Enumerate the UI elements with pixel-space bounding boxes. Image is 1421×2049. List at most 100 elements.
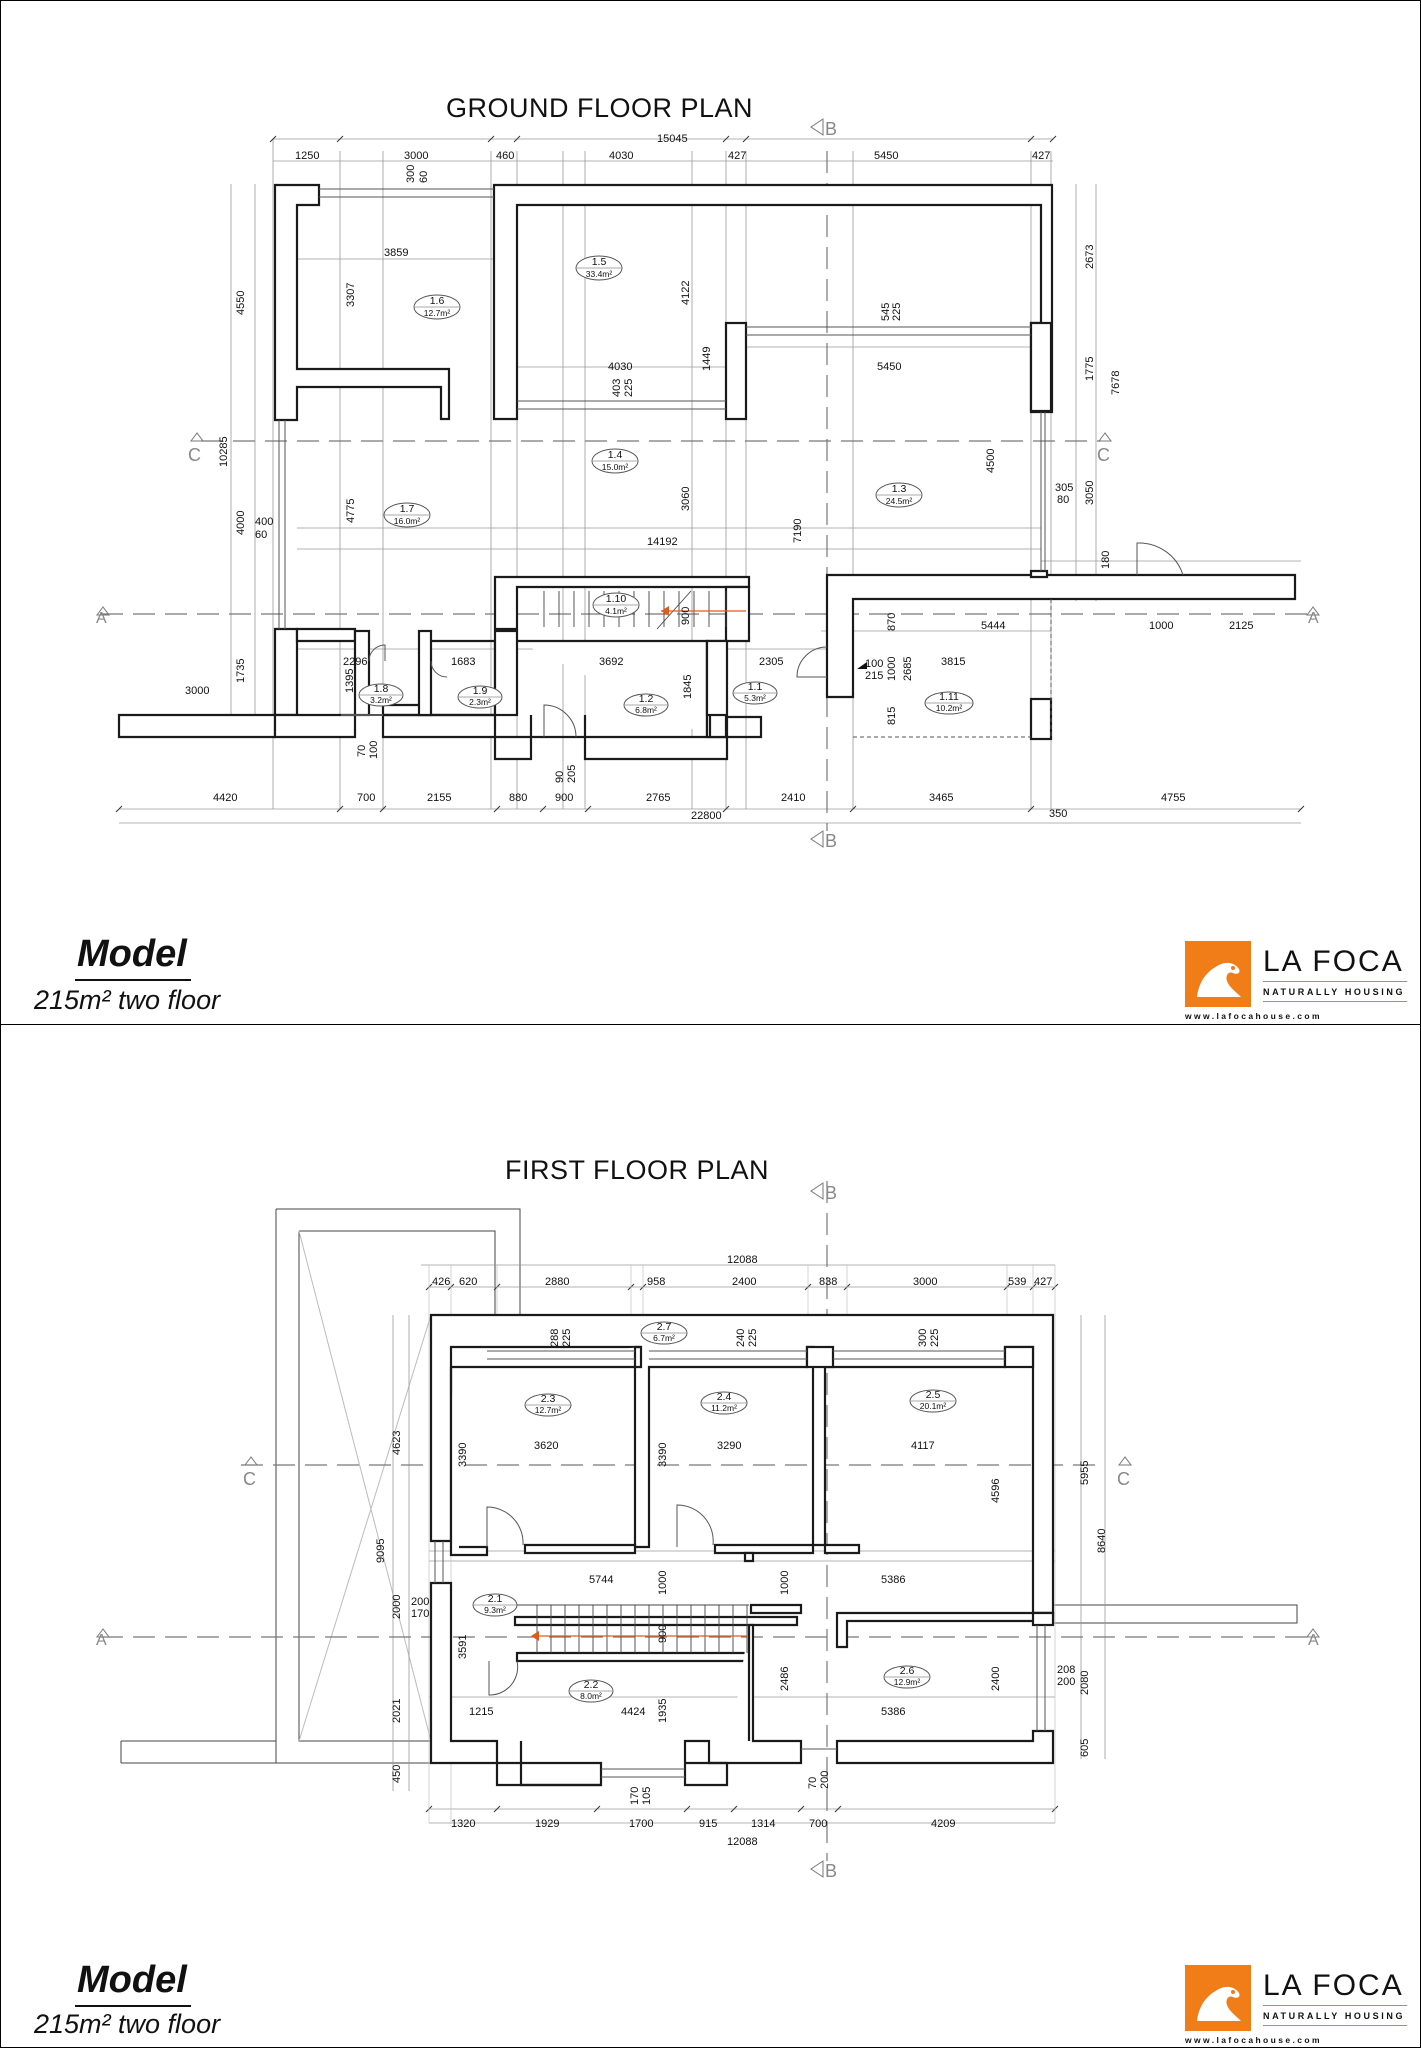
dim-text: 5450	[874, 150, 898, 162]
dim-text: 3307	[345, 283, 357, 307]
dim-text: 240	[735, 1329, 747, 1347]
svg-text:6.7m²: 6.7m²	[653, 1333, 675, 1343]
svg-text:33.4m²: 33.4m²	[586, 269, 613, 279]
dim-text: 4030	[608, 361, 632, 373]
dim-text: 1215	[469, 1706, 493, 1718]
dim-text: 1000	[779, 1571, 791, 1595]
dim-text: 1314	[751, 1818, 775, 1830]
svg-text:1.1: 1.1	[748, 681, 763, 693]
dim-text: 1775	[1084, 357, 1096, 381]
dim-text: 2410	[781, 792, 805, 804]
seal-logo-icon	[1185, 941, 1251, 1007]
dim-text: 1683	[451, 656, 475, 668]
dim-text: 170	[629, 1787, 641, 1805]
dim-text: 1700	[629, 1818, 653, 1830]
dim-text: 7190	[792, 519, 804, 543]
dim-text: 1735	[235, 659, 247, 683]
windows	[278, 188, 1052, 738]
dims-inner: 300 60 3859 3307 4122 545 225 4030 1449 …	[255, 165, 1253, 783]
dim-text: 2400	[732, 1276, 756, 1288]
dim-text: 4424	[621, 1706, 645, 1718]
ground-floor-plan: B B C C A A 15045 1250 3000 460 4030 427…	[96, 118, 1320, 851]
dim-text: 450	[391, 1765, 403, 1783]
section-labels: B B C C A A	[96, 119, 1319, 851]
brand-url: www.lafocahouse.com	[1185, 1011, 1322, 1021]
dim-text: 100	[368, 741, 380, 759]
dim-text: 205	[566, 765, 578, 783]
dim-text: 90	[554, 771, 566, 783]
stair-arrow-head	[661, 606, 669, 616]
dim-text: 4755	[1161, 792, 1185, 804]
dim-text: 900	[555, 792, 573, 804]
svg-text:12.7m²: 12.7m²	[424, 308, 451, 318]
section-label-b2: B	[825, 831, 837, 851]
dim-text: 1320	[451, 1818, 475, 1830]
dim-text: 60	[255, 529, 267, 541]
section-label-c: C	[243, 1469, 256, 1489]
dim-text: 4209	[931, 1818, 955, 1830]
dim-text: 105	[641, 1787, 653, 1805]
door-swings	[368, 542, 1184, 738]
dimension-ticks	[115, 135, 1305, 813]
dim-text: 958	[647, 1276, 665, 1288]
dim-text: 200	[819, 1771, 831, 1789]
dim-text: 2400	[990, 1667, 1002, 1691]
dim-text: 225	[929, 1329, 941, 1347]
dim-text: 1395	[344, 669, 356, 693]
svg-text:1.7: 1.7	[400, 503, 415, 515]
room-tag: 2.76.7m²	[640, 1321, 688, 1345]
room-tag: 2.312.7m²	[524, 1393, 572, 1417]
svg-text:2.7: 2.7	[657, 1321, 672, 1333]
svg-text:20.1m²: 20.1m²	[920, 1401, 947, 1411]
section-label-a2: A	[1308, 1632, 1319, 1649]
dim-text: 539	[1008, 1276, 1026, 1288]
svg-text:1.11: 1.11	[939, 691, 959, 703]
dim-text: 4500	[985, 449, 997, 473]
dim-text: 2125	[1229, 620, 1253, 632]
dim-text: 70	[356, 745, 368, 757]
dim-text: 5450	[877, 361, 901, 373]
dim-text: 70	[807, 1777, 819, 1789]
svg-text:5.3m²: 5.3m²	[744, 693, 766, 703]
brand-name: LA FOCA	[1263, 1969, 1404, 2002]
dim-text: 2000	[391, 1595, 403, 1619]
section-markers	[96, 1182, 1320, 1878]
section-markers	[96, 118, 1320, 848]
svg-text:12.9m²: 12.9m²	[894, 1677, 921, 1687]
dim-text: 427	[1034, 1276, 1052, 1288]
dim-text: 2155	[427, 792, 451, 804]
dim-text: 350	[1049, 808, 1067, 820]
dim-text: 215	[865, 670, 883, 682]
dim-text: 870	[886, 613, 898, 631]
dim-text: 400	[255, 516, 273, 528]
dim-text: 305	[1055, 482, 1073, 494]
svg-text:1.5: 1.5	[592, 256, 607, 268]
brand-rule	[1263, 1001, 1407, 1002]
section-lines	[101, 151, 1311, 831]
dim-text: 3060	[680, 487, 692, 511]
svg-text:1.9: 1.9	[473, 685, 488, 697]
dim-text: 14192	[647, 536, 678, 548]
room-tag: 1.92.3m²	[457, 685, 503, 709]
dim-text: 3050	[1084, 481, 1096, 505]
dim-text: 880	[509, 792, 527, 804]
dim-text: 12088	[727, 1254, 758, 1266]
room-tag: 1.415.0m²	[591, 448, 639, 474]
dim-text: 3591	[457, 1635, 469, 1659]
brand-rule	[1263, 2025, 1407, 2026]
room-tag: 1.324.5m²	[875, 482, 923, 508]
dim-text: 4117	[911, 1440, 935, 1452]
room-tag: 1.612.7m²	[413, 294, 461, 320]
dim-text: 1845	[682, 675, 694, 699]
dim-text: 605	[1079, 1739, 1091, 1757]
dim-text: 4122	[680, 281, 692, 305]
first-floor-sheet: FIRST FLOOR PLAN	[0, 1024, 1421, 2048]
dim-text: 915	[699, 1818, 717, 1830]
dims-left: 4550 10285 4000 1735 3000	[185, 291, 247, 697]
room-tag: 1.533.4m²	[575, 255, 623, 281]
svg-text:12.7m²: 12.7m²	[535, 1405, 562, 1415]
dim-text: 7678	[1110, 371, 1122, 395]
dims-right: 5955 8640 4596 2400 208 200 2080 605	[990, 1461, 1108, 1757]
svg-text:4.1m²: 4.1m²	[605, 606, 627, 616]
plan-title: FIRST FLOOR PLAN	[505, 1155, 770, 1185]
